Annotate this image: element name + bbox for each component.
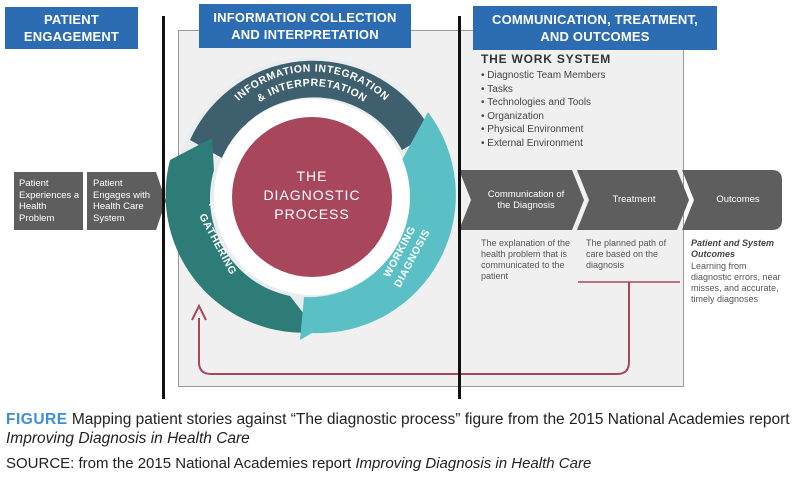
work-system-title: THE WORK SYSTEM	[481, 52, 612, 66]
header-information-collection: INFORMATION COLLECTION AND INTERPRETATIO…	[199, 4, 411, 48]
work-system-item: Physical Environment	[481, 123, 605, 137]
step-communication: Communication of the Diagnosis	[487, 188, 565, 212]
step-patient-experiences: Patient Experiences a Health Problem	[19, 178, 80, 224]
source-label: SOURCE:	[6, 455, 75, 472]
caption-label: FIGURE	[6, 411, 68, 428]
communication-description: The explanation of the health problem th…	[481, 238, 571, 281]
outcomes-description: Learning from diagnostic errors, near mi…	[691, 261, 781, 304]
figure-caption: FIGURE Mapping patient stories against “…	[6, 410, 796, 448]
header-patient-engagement: PATIENT ENGAGEMENT	[5, 7, 138, 49]
work-system-list: Diagnostic Team Members Tasks Technologi…	[481, 69, 605, 150]
step-outcomes: Outcomes	[716, 194, 760, 206]
source-report-title: Improving Diagnosis in Health Care	[355, 455, 592, 472]
feedback-loop-line	[198, 282, 630, 375]
center-label: PROCESS	[274, 206, 349, 222]
caption-report-title: Improving Diagnosis in Health Care	[6, 430, 250, 447]
work-system-item: Tasks	[481, 83, 605, 97]
center-label: DIAGNOSTIC	[263, 187, 360, 203]
treatment-description: The planned path of care based on the di…	[586, 238, 667, 270]
step-treatment: Treatment	[612, 194, 656, 206]
diagnostic-process-diagram: INFORMATION INTEGRATION & INTERPRETATION…	[14, 57, 782, 375]
caption-text: Mapping patient stories against “The dia…	[71, 411, 790, 428]
header-communication-treatment-outcomes: COMMUNICATION, TREATMENT, AND OUTCOMES	[473, 6, 717, 50]
work-system-item: Diagnostic Team Members	[481, 69, 605, 83]
outcomes-title: Patient and System Outcomes	[691, 238, 775, 259]
left-step-box	[14, 172, 83, 230]
cycle-segment-working-diagnosis	[300, 112, 456, 340]
cycle-segment-integration	[190, 60, 432, 158]
right-step-arrow	[577, 170, 689, 230]
step-patient-engages: Patient Engages with Health Care System	[93, 178, 151, 224]
center-circle	[232, 117, 392, 277]
work-system-item: Organization	[481, 110, 605, 124]
work-system-item: Technologies and Tools	[481, 96, 605, 110]
divider-line	[162, 16, 165, 399]
source-line: SOURCE: from the 2015 National Academies…	[6, 455, 591, 472]
center-label: THE	[297, 168, 328, 184]
cycle-segment-gathering	[165, 138, 318, 333]
divider-line	[458, 16, 461, 399]
source-text: from the 2015 National Academies report	[78, 455, 356, 472]
work-system-item: External Environment	[481, 137, 605, 151]
right-step-arrow	[459, 170, 584, 230]
left-step-arrow	[87, 172, 166, 230]
right-step-arrow	[682, 170, 782, 230]
feedback-arrowhead	[191, 303, 207, 321]
